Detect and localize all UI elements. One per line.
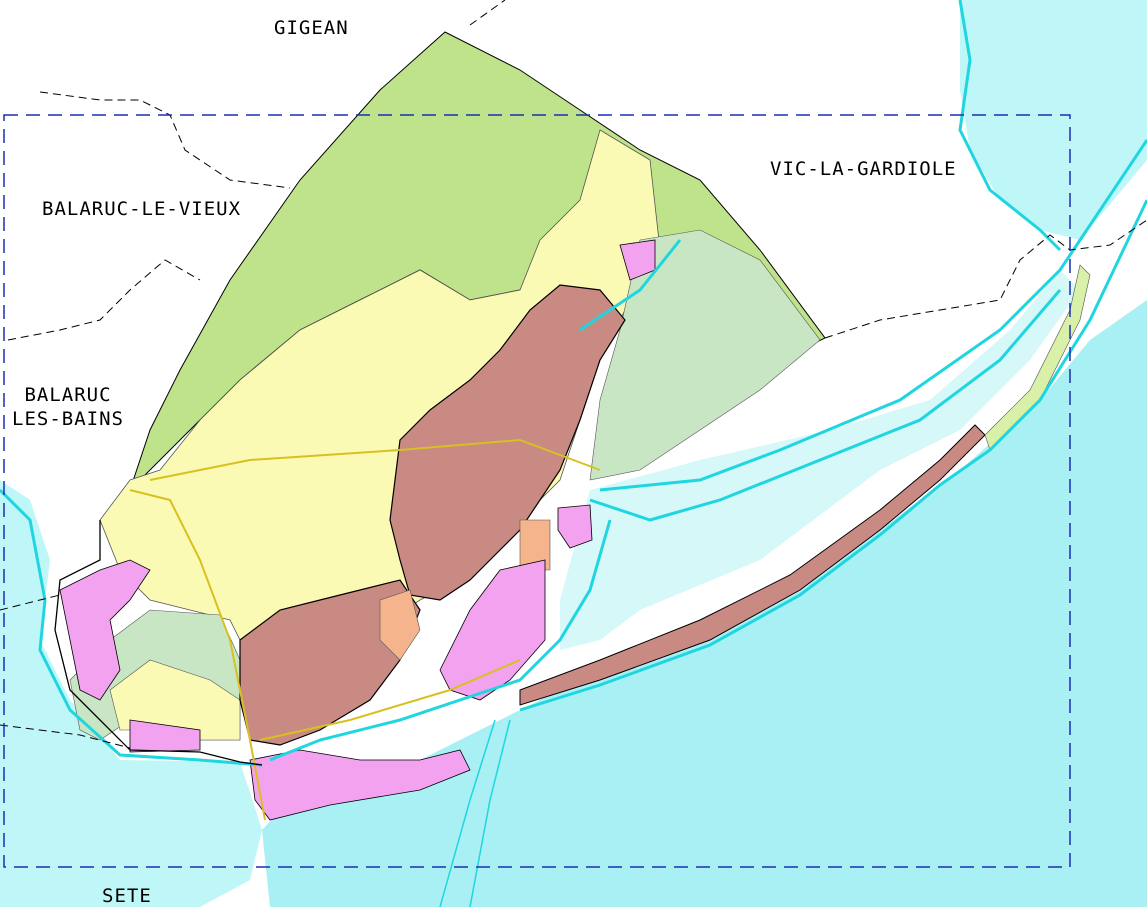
label-gigean: GIGEAN	[274, 17, 349, 39]
sea-area-east	[960, 0, 1147, 240]
activity-zone-small	[129, 719, 201, 753]
label-balaruc-les-bains: BALARUC LES-BAINS	[12, 384, 124, 430]
activity-zone-mid	[557, 504, 593, 549]
activity-zone-west	[59, 559, 151, 701]
channel-lines	[439, 719, 511, 907]
urban-extension	[519, 519, 551, 571]
coastline-lines	[0, 0, 1147, 767]
urban-zone-center	[389, 284, 626, 601]
lagoon-thau	[0, 480, 262, 907]
natural-zone-lagoon	[589, 229, 821, 481]
urban-extension-2	[379, 589, 421, 661]
activity-zone-coast	[249, 749, 471, 821]
label-sete: SETE	[102, 885, 152, 907]
activity-zone-port	[439, 559, 546, 701]
municipal-boundary	[54, 520, 263, 766]
road-network	[129, 438, 601, 821]
study-frame	[3, 114, 1071, 868]
label-vic-la-gardiole: VIC-LA-GARDIOLE	[770, 158, 957, 180]
label-balaruc-le-vieux: BALARUC-LE-VIEUX	[42, 198, 242, 220]
